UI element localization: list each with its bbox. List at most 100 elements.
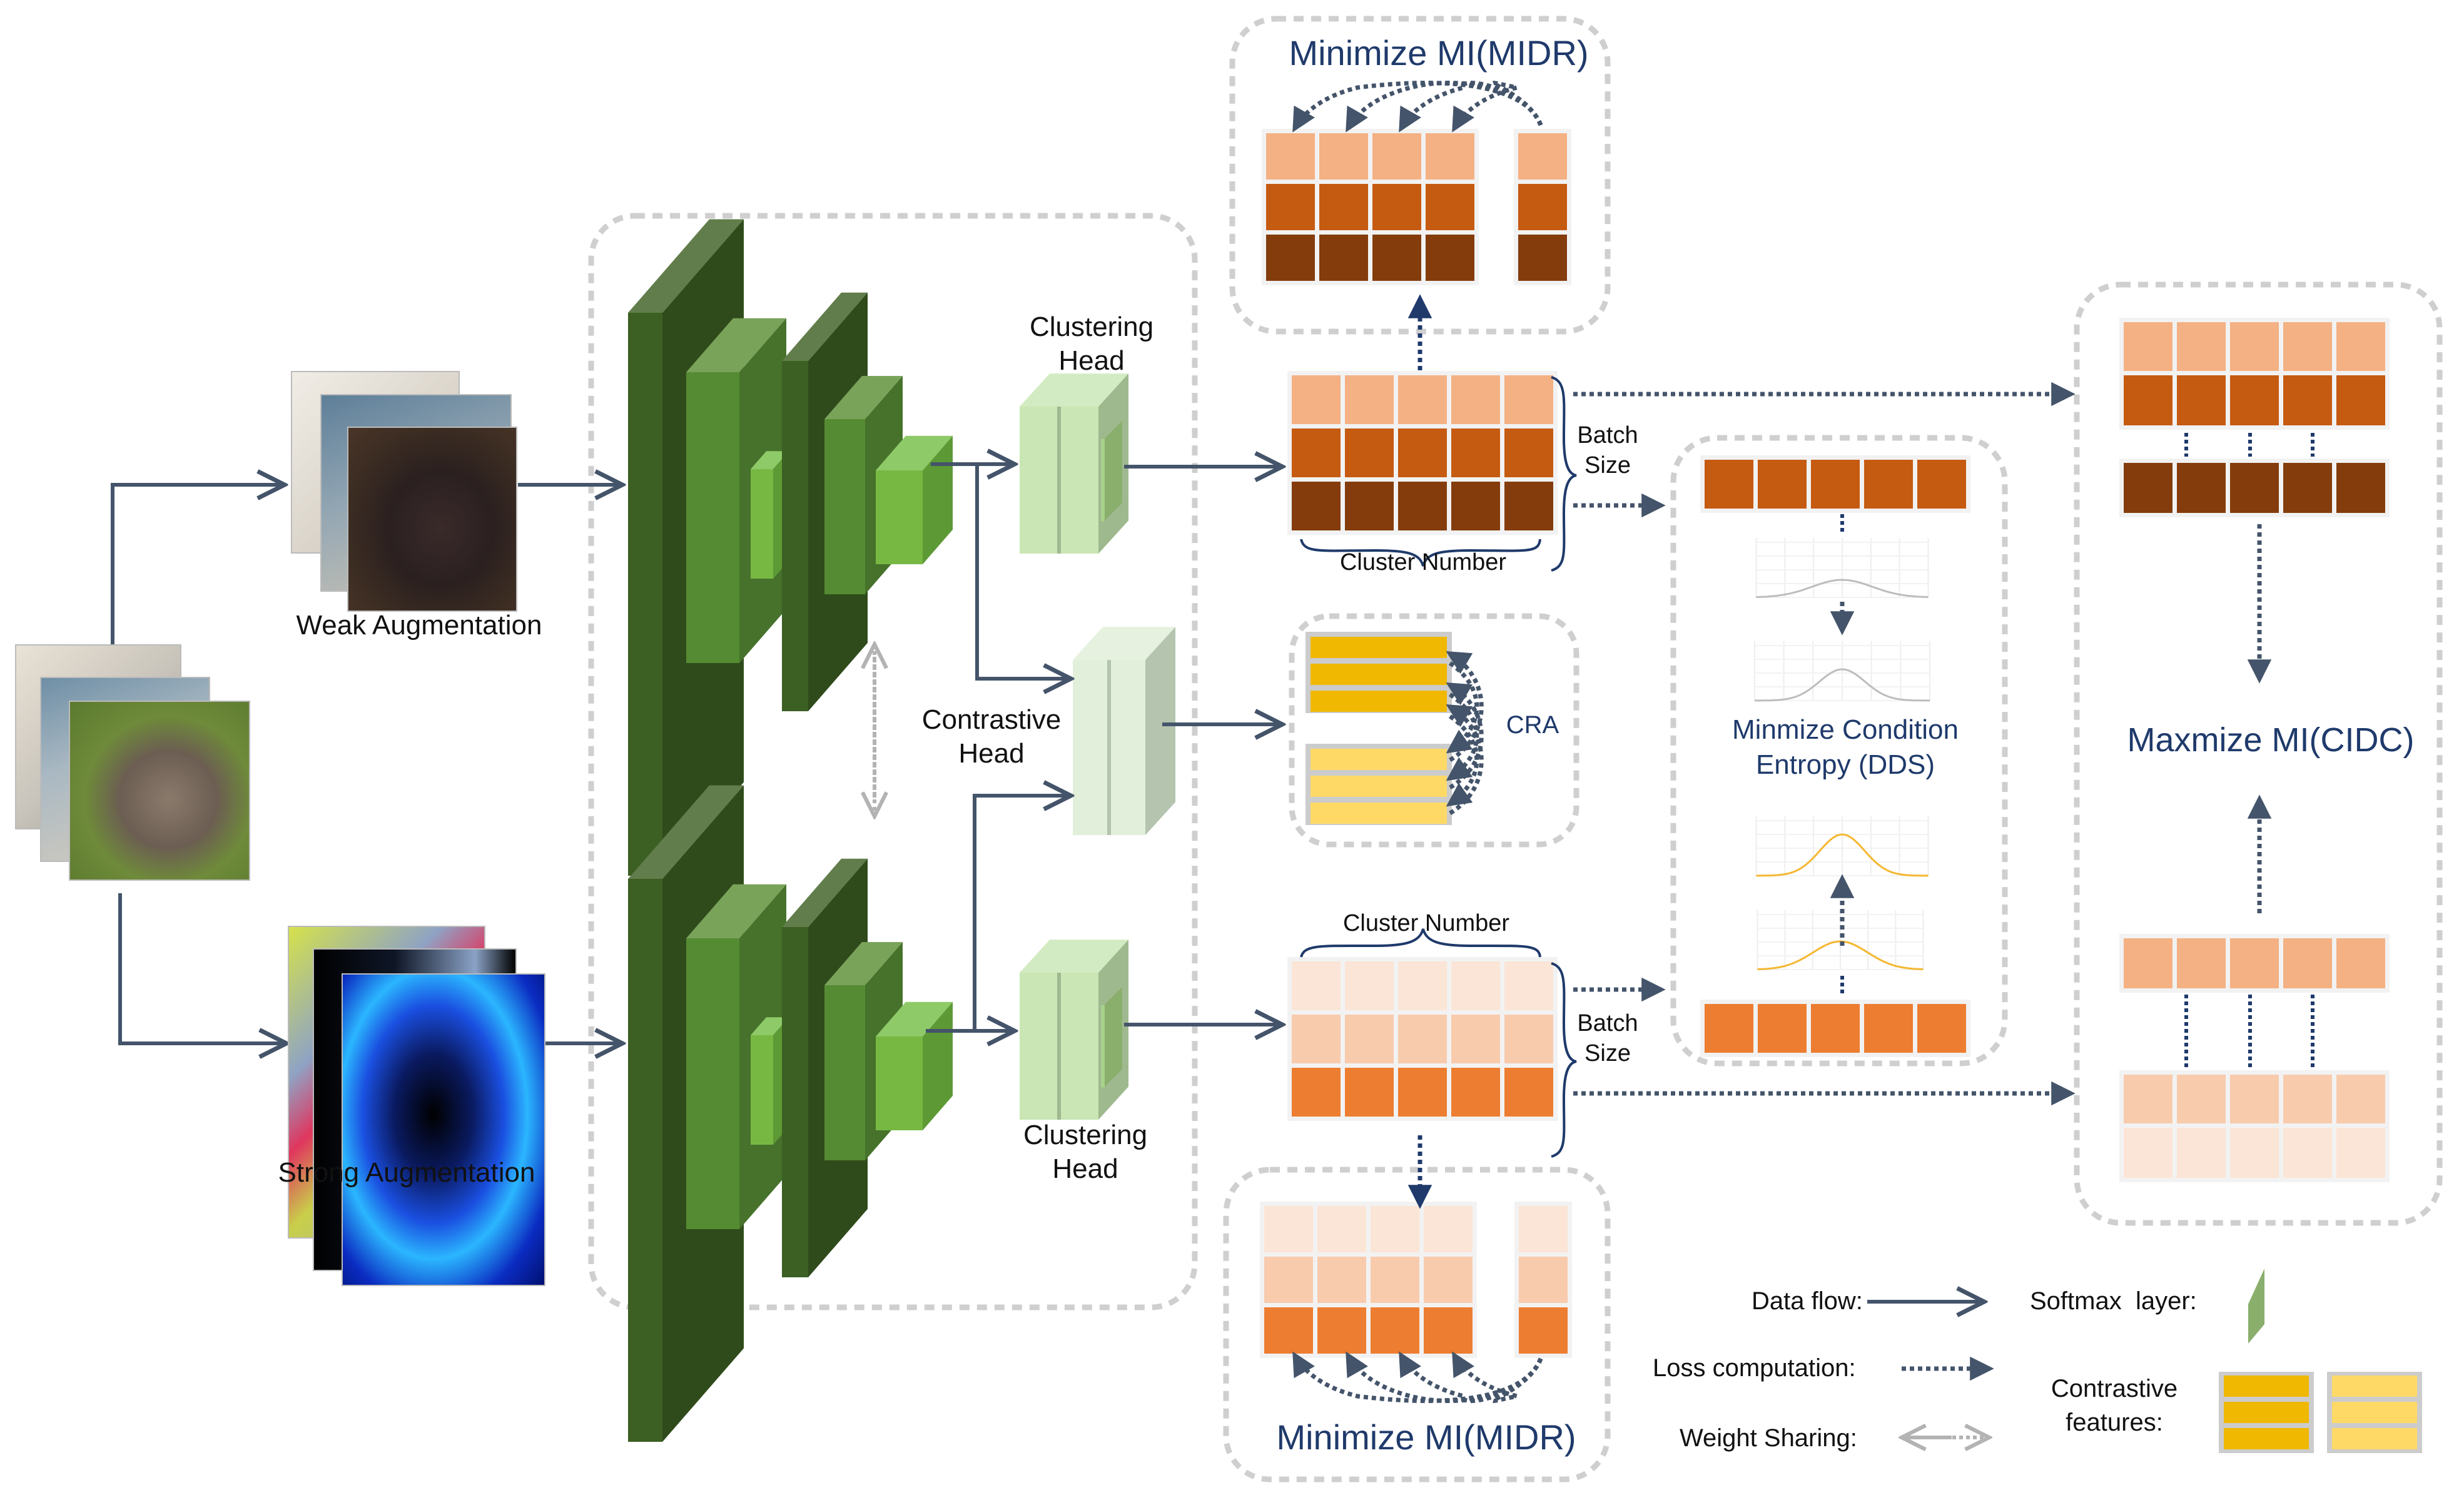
clustering-head-top-divider — [1057, 407, 1061, 554]
dds-strong-row-cell — [1811, 1004, 1860, 1053]
weak-prediction-matrix-cell — [1451, 482, 1500, 530]
cra-strong-features-row — [1311, 776, 1447, 797]
dds-title-2: Entropy (DDS) — [1755, 749, 1935, 780]
cidc-weak-row1-cell — [2230, 322, 2279, 372]
cidc-weak-row1-cell — [2177, 322, 2226, 372]
midr-bottom-matrix — [1260, 1202, 1477, 1358]
data-flow-to-weak-aug — [111, 485, 285, 644]
backbone-top-conv4-top — [782, 292, 868, 361]
backbone-bottom-conv2-front — [686, 938, 739, 1229]
strong-prediction-matrix-cell — [1345, 1068, 1394, 1117]
weak-prediction-matrix-cell — [1504, 375, 1553, 424]
backbone-top-conv3-top — [751, 451, 789, 469]
cidc-strong-row2-cell — [2336, 1075, 2385, 1125]
cra-curve-down-1 — [1446, 692, 1479, 781]
clustering-head-top-label-2: Head — [1058, 345, 1125, 376]
midr-top-matrix-cell — [1372, 235, 1421, 281]
midr-top-title: Minimize MI(MIDR) — [1289, 33, 1589, 73]
backbone-bottom-conv6 — [876, 1001, 953, 1130]
backbone-bottom-conv4-front — [782, 927, 808, 1277]
batch-size-brace-top — [1551, 376, 1577, 572]
clustering-head-top-top — [1020, 373, 1128, 407]
dds-weak-row-cell — [1811, 460, 1860, 509]
cidc-title: Maxmize MI(CIDC) — [2127, 721, 2415, 759]
midr-top-single-column-cell — [1518, 235, 1567, 281]
legend-weight-sharing-label: Weight Sharing: — [1680, 1424, 1857, 1452]
data-flow-to-strong-aug — [118, 893, 286, 1043]
clustering-head-top — [1020, 373, 1128, 554]
legend-contrastive-features-label-1: Contrastive — [2051, 1375, 2178, 1402]
dds-title-1: Minmize Condition — [1732, 714, 1959, 745]
cidc-strong-row3 — [2119, 1123, 2390, 1182]
legend-feature-b-row — [2332, 1428, 2417, 1449]
strong-prediction-matrix-cell — [1504, 1068, 1553, 1117]
legend-contrastive-feature-b — [2327, 1372, 2422, 1453]
midr-bottom-matrix-cell — [1424, 1206, 1473, 1252]
midr-bottom-title: Minimize MI(MIDR) — [1276, 1417, 1576, 1457]
cluster-number-label-bottom: Cluster Number — [1342, 910, 1510, 936]
midr-top-matrix-cell — [1372, 184, 1421, 230]
cluster-number-brace-bottom — [1300, 928, 1541, 958]
strong-prediction-matrix-cell — [1504, 1015, 1553, 1063]
backbone-bottom-conv5-front — [824, 985, 865, 1160]
clustering-head-bottom-softmax-edge — [1101, 1005, 1105, 1088]
legend-feature-a-row — [2224, 1402, 2309, 1423]
legend-feature-a-row — [2224, 1428, 2309, 1449]
legend-feature-b-row — [2332, 1376, 2417, 1397]
dds-weak-row-cell — [1705, 460, 1753, 509]
cra-weak-features-row — [1311, 637, 1447, 658]
midr-bottom-matrix-cell — [1371, 1257, 1419, 1303]
dds-weak-row — [1700, 455, 1970, 513]
clustering-head-top-label-1: Clustering — [1029, 312, 1154, 342]
dds-strong-row-cell — [1758, 1004, 1807, 1053]
cidc-weak-row2-cell — [2124, 375, 2172, 425]
clustering-head-bottom-front-a — [1020, 973, 1057, 1120]
clustering-head-bottom — [1020, 940, 1128, 1120]
backbone-top-conv6 — [876, 435, 953, 564]
strong-prediction-matrix-cell — [1451, 1068, 1500, 1117]
legend-contrastive-feature-a — [2219, 1372, 2314, 1453]
contrastive-head-divider — [1107, 660, 1111, 835]
cra-strong-features-row — [1311, 749, 1447, 770]
cidc-strong-row1-cell — [2336, 938, 2385, 988]
cidc-weak-row2-cell — [2283, 375, 2332, 425]
cidc-dashed-box — [2074, 281, 2443, 1226]
midr-top-curve-2 — [1399, 81, 1543, 133]
data-flow-to-contrastive-head-top — [975, 464, 1071, 679]
strong-augmentation-label: Strong Augmentation — [278, 1157, 535, 1188]
contrastive-head-label-1: Contrastive — [921, 704, 1062, 735]
midr-bottom-matrix-cell — [1424, 1257, 1473, 1303]
strong-prediction-matrix-cell — [1292, 1015, 1341, 1063]
midr-top-matrix-cell — [1319, 184, 1368, 230]
weak-aug-image-front — [347, 427, 517, 612]
input-image-front — [69, 701, 250, 881]
cluster-number-brace-top — [1300, 539, 1541, 567]
dds-weak-row-cell — [1917, 460, 1966, 509]
midr-bottom-curve-3 — [1452, 1351, 1543, 1403]
legend-data-flow-label: Data flow: — [1752, 1287, 1863, 1315]
weak-prediction-matrix-cell — [1451, 375, 1500, 424]
backbone-top-conv6-top — [876, 435, 953, 470]
backbone-bottom-conv3-top — [751, 1017, 789, 1035]
midr-bottom-dashed-box — [1223, 1167, 1611, 1482]
clustering-head-top-front-b — [1061, 407, 1098, 554]
clustering-head-bottom-divider — [1057, 973, 1061, 1120]
batch-size-brace-bottom — [1551, 962, 1577, 1158]
dds-weak-row-cell — [1758, 460, 1807, 509]
dds-strong-row-cell — [1864, 1004, 1913, 1053]
cra-strong-features-row — [1311, 803, 1447, 824]
cra-curve-down-2 — [1446, 714, 1479, 807]
midr-top-matrix-cell — [1266, 133, 1315, 180]
legend-loss-computation-label: Loss computation: — [1653, 1354, 1856, 1382]
midr-top-matrix-cell — [1426, 133, 1474, 180]
data-flow-to-contrastive-head-bottom — [973, 796, 1071, 1031]
backbone-top-conv2-top — [686, 318, 786, 372]
cidc-strong-row1 — [2119, 934, 2390, 993]
dds-strong-row-cell — [1705, 1004, 1753, 1053]
midr-bottom-single-column-cell — [1519, 1206, 1568, 1252]
backbone-bottom-conv5-top — [824, 942, 903, 985]
midr-top-matrix-cell — [1372, 133, 1421, 180]
cidc-weak-row2-cell — [2230, 375, 2279, 425]
cra-dashed-box — [1289, 613, 1579, 848]
dds-strong-distribution-sharp-curve — [1756, 833, 1929, 877]
